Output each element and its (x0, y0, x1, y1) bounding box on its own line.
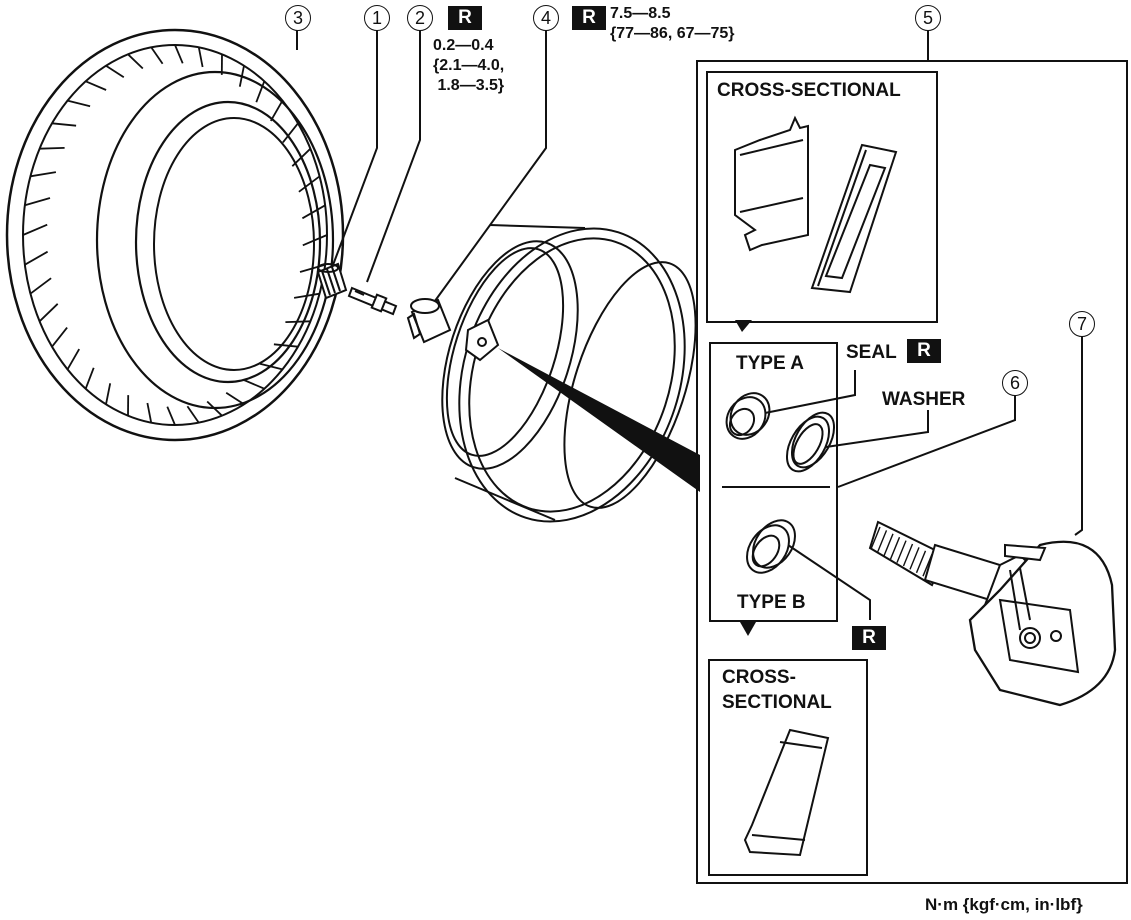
leader-type-b-seal (787, 544, 871, 620)
stem-thread (896, 540, 907, 563)
leader-2 (366, 30, 421, 283)
seal-type-b (746, 519, 796, 574)
cross-section-top-washer (810, 143, 898, 294)
tread-groove (298, 175, 321, 193)
tread-groove (291, 148, 312, 167)
leader-seal (764, 370, 856, 414)
rim-sensor (464, 318, 500, 362)
tire (5, 28, 345, 442)
stem-thread (870, 526, 881, 550)
tread-groove (273, 343, 299, 348)
tread-groove (30, 171, 57, 178)
tpms-sensor (868, 520, 1117, 707)
tread-groove (24, 250, 49, 266)
label-seal: SEAL (846, 342, 897, 363)
tread-groove (29, 277, 52, 295)
tread-groove (105, 383, 112, 405)
wheel-rim (441, 224, 697, 523)
replace-badge-seal: R (907, 339, 941, 363)
label-type-a: TYPE A (736, 353, 804, 374)
tread-groove (293, 292, 320, 299)
tread-groove (22, 223, 48, 236)
tread-groove (39, 147, 65, 150)
label-washer: WASHER (882, 389, 966, 410)
replace-badge-part-2: R (448, 6, 482, 30)
washer-type-a (785, 411, 836, 473)
tread-groove (270, 100, 284, 122)
detail-panel (696, 60, 1128, 884)
torque-spec-part-2-line-2: {2.1—4.0, (433, 57, 505, 74)
tread-groove (51, 327, 68, 348)
replace-badge-part-4: R (572, 6, 606, 30)
callout-6: 6 (1002, 370, 1028, 396)
leader-1 (332, 30, 378, 266)
tread-groove (105, 64, 125, 79)
tread-groove (67, 99, 91, 108)
stem-thread (889, 536, 901, 560)
stem-thread (902, 543, 914, 567)
units-note: N·m {kgf·cm, in·lbf} (925, 895, 1083, 914)
cross-section-bottom-box (708, 659, 868, 876)
tread-groove (186, 405, 200, 424)
cross-section-top-box (706, 71, 938, 323)
label-type-b: TYPE B (737, 592, 806, 613)
callout-4: 4 (533, 5, 559, 31)
type-box (709, 342, 838, 622)
valve-core (347, 286, 398, 316)
label-cross-sectional-bottom-line2: SECTIONAL (722, 692, 832, 713)
valve-cap (316, 262, 348, 300)
tread-groove (51, 122, 77, 127)
tread-groove (255, 80, 266, 103)
tread-groove (174, 44, 184, 64)
torque-spec-part-2-line-3: 1.8—3.5} (433, 77, 505, 94)
tread-groove (84, 367, 95, 390)
leader-4 (431, 30, 547, 306)
tread-groove (285, 320, 311, 323)
torque-spec-part-2: 0.2—0.4 {2.1—4.0, 1.8—3.5} (433, 36, 504, 96)
leader-6 (837, 395, 1016, 488)
replace-badge-type-b: R (852, 626, 886, 650)
tread-groove (150, 46, 164, 65)
leader-7 (1074, 335, 1083, 536)
zoom-wedge (498, 348, 700, 492)
torque-spec-part-4-line-2: {77—86, 67—75} (610, 25, 735, 42)
tread-groove (282, 122, 299, 143)
callout-1: 1 (364, 5, 390, 31)
callout-3: 3 (285, 5, 311, 31)
label-cross-sectional-bottom-line1: CROSS- (722, 667, 796, 688)
seal-type-a (725, 392, 771, 440)
cap-nut (406, 298, 452, 344)
stem-thread (883, 533, 894, 557)
tread-groove (66, 348, 80, 370)
tread-groove (166, 406, 176, 426)
tread-groove (85, 80, 107, 91)
stem-thread (915, 550, 927, 574)
label-cross-sectional-top: CROSS-SECTIONAL (717, 80, 901, 101)
tread-groove (259, 362, 283, 371)
tread-groove (127, 53, 144, 70)
callout-2: 2 (407, 5, 433, 31)
cross-section-top-seal (734, 115, 809, 252)
callout-7: 7 (1069, 311, 1095, 337)
tread-groove (146, 402, 153, 423)
callout-5: 5 (915, 5, 941, 31)
torque-spec-part-4: 7.5—8.5 {77—86, 67—75} (610, 4, 735, 44)
tread-groove (302, 234, 328, 247)
tread-groove (38, 303, 59, 322)
tread-groove (24, 197, 51, 207)
torque-spec-part-2-line-1: 0.2—0.4 (433, 37, 494, 54)
stem-thread (909, 547, 920, 570)
cross-section-bottom-seal (743, 728, 830, 857)
tread-groove (225, 391, 245, 406)
tread-groove (197, 47, 204, 68)
tread-groove (238, 65, 245, 87)
stem-thread (876, 530, 888, 553)
leader-washer (825, 410, 929, 448)
tread-groove (301, 204, 326, 220)
tread-groove (206, 400, 223, 417)
torque-spec-part-4-line-1: 7.5—8.5 (610, 5, 671, 22)
tread-groove (243, 379, 265, 390)
